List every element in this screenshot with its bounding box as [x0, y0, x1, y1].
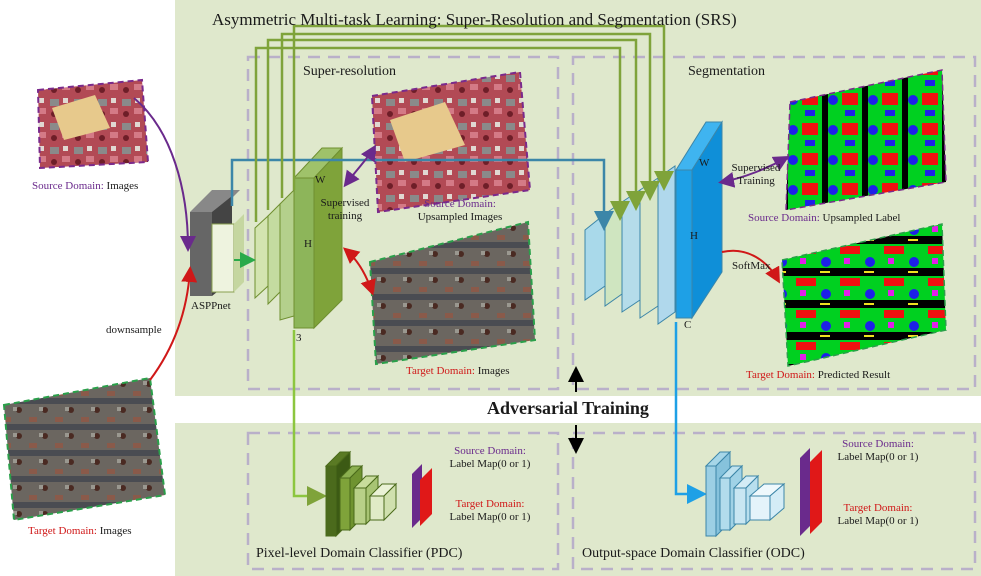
- odc-target-bar: [810, 450, 822, 534]
- roof-shape: [52, 95, 110, 140]
- pdc-target-caption: Target Domain:Label Map(0 or 1): [449, 498, 531, 523]
- pdc-source-caption: Source Domain:Label Map(0 or 1): [449, 445, 531, 470]
- aspp-top: [190, 190, 240, 212]
- adversarial-training-label: Adversarial Training: [487, 398, 649, 418]
- super-resolution-heading: Super-resolution: [303, 64, 397, 79]
- odc-target-caption: Target Domain:Label Map(0 or 1): [837, 502, 919, 527]
- seg-c-label: C: [684, 319, 692, 331]
- target-predicted-result: [781, 223, 947, 367]
- seg-w-label: W: [699, 157, 710, 169]
- target-image-left: [2, 376, 167, 522]
- diagram-title: Asymmetric Multi-task Learning: Super-Re…: [212, 10, 737, 29]
- seg-target-caption: Target Domain: Predicted Result: [746, 369, 891, 381]
- segmentation-heading: Segmentation: [688, 64, 765, 79]
- segmentation-box: [571, 55, 977, 391]
- softmax-label: SoftMax: [732, 260, 771, 272]
- seg-h-label: H: [690, 230, 698, 242]
- odc-box: [571, 431, 977, 571]
- seg-source-caption: Source Domain: Upsampled Label: [748, 212, 901, 224]
- downsample-label: downsample: [106, 324, 162, 336]
- left-target-caption: Target Domain: Images: [28, 525, 132, 537]
- left-source-caption: Source Domain: Images: [32, 180, 139, 192]
- pdc-box: [246, 431, 560, 571]
- sr-source-caption: Source Domain:Upsampled Images: [417, 198, 503, 223]
- sr-w-label: W: [315, 174, 326, 186]
- roof-shape-large: [390, 102, 465, 162]
- pdc-target-bar: [420, 468, 432, 526]
- odc-source-caption: Source Domain:Label Map(0 or 1): [837, 438, 919, 463]
- pdc-heading: Pixel-level Domain Classifier (PDC): [256, 546, 463, 561]
- aspp-block-light: [211, 223, 235, 293]
- asppnet-label: ASPPnet: [191, 300, 231, 312]
- pdc-source-bar: [412, 464, 422, 528]
- aspp-block-dark: [190, 212, 212, 296]
- odc-heading: Output-space Domain Classifier (ODC): [582, 546, 805, 561]
- odc-source-bar: [800, 448, 810, 536]
- target-image-sr: [368, 220, 537, 366]
- sr-h-label: H: [304, 238, 312, 250]
- sr-target-caption: Target Domain: Images: [406, 365, 510, 377]
- sr-3-label: 3: [296, 332, 302, 344]
- aspp-light-side: [234, 214, 244, 292]
